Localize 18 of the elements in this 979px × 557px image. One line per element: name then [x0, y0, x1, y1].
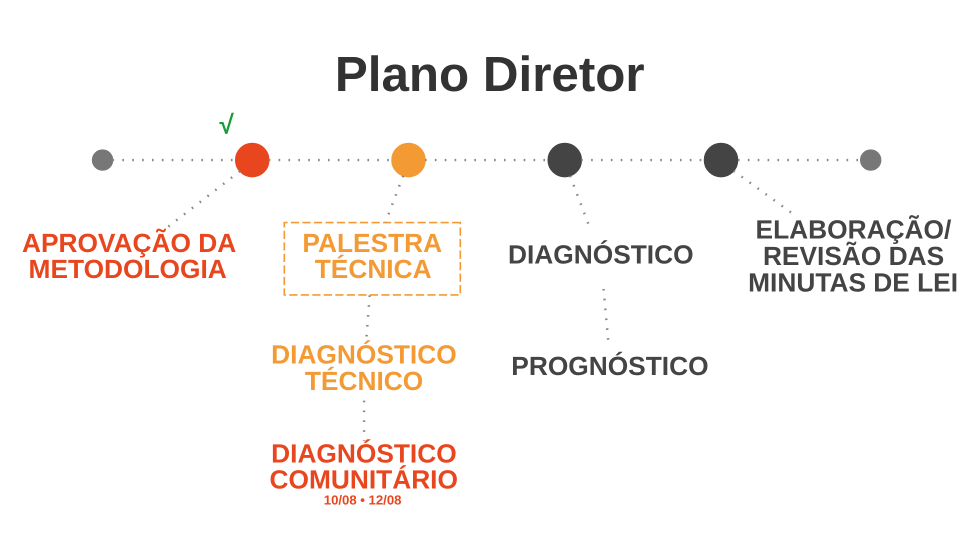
node-circle	[547, 142, 582, 178]
node-box: PALESTRA TÉCNICA	[283, 222, 462, 296]
node-text: DIAGNÓSTICO COMUNITÁRIO	[270, 438, 458, 495]
node-circle	[234, 142, 270, 178]
node-circle	[860, 149, 882, 171]
node-text: PROGNÓSTICO	[511, 351, 709, 382]
node-label: √	[219, 109, 234, 140]
node-label: 10/08 • 12/08	[324, 492, 402, 508]
node-circle	[704, 142, 738, 178]
node-circle	[391, 142, 426, 178]
node-text: APROVAÇÃO DA METODOLOGIA	[22, 228, 236, 284]
node-text: ELABORAÇÃO/ REVISÃO DAS MINUTAS DE LEI	[748, 214, 958, 298]
node-text: DIAGNÓSTICO	[508, 239, 694, 270]
node-text: DIAGNÓSTICO TÉCNICO	[271, 340, 457, 396]
connector	[384, 175, 404, 223]
connector	[602, 288, 610, 340]
node-circle	[92, 149, 114, 171]
diagram-title: Plano Diretor	[334, 46, 645, 102]
